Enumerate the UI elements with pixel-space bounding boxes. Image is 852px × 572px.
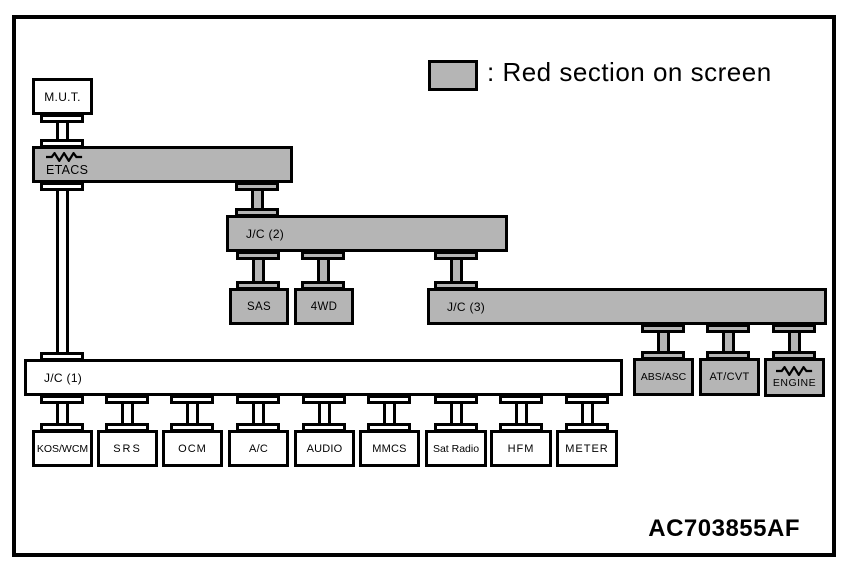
connector-jc1-koswcm xyxy=(40,395,84,432)
node-ocm: OCM xyxy=(162,430,223,467)
node-meter: METER xyxy=(556,430,618,467)
connector-etacs-jc1 xyxy=(40,182,84,361)
connector-stem xyxy=(120,404,134,423)
connector-stem xyxy=(55,404,69,423)
diagram-border xyxy=(12,15,836,557)
bus-bar-jc3: J/C (3) xyxy=(427,288,827,325)
legend-label: : Red section on screen xyxy=(487,57,772,87)
node-absasc: ABS/ASC xyxy=(633,358,694,396)
connector-cap xyxy=(302,395,346,404)
connector-jc1-mmcs xyxy=(367,395,411,432)
connector-cap xyxy=(565,395,609,404)
connector-cap xyxy=(170,395,214,404)
connector-jc1-hfm xyxy=(499,395,543,432)
connector-cap xyxy=(105,395,149,404)
node-label: METER xyxy=(565,442,609,455)
node-label: ENGINE xyxy=(772,377,817,389)
legend-gray-swatch xyxy=(428,60,478,91)
connector-cap xyxy=(641,324,685,333)
node-label: 4WD xyxy=(310,300,338,313)
connector-stem xyxy=(251,260,265,281)
connector-cap xyxy=(236,395,280,404)
bus-bar-jc1: J/C (1) xyxy=(24,359,623,396)
connector-stem xyxy=(317,404,331,423)
connector-cap xyxy=(40,182,84,191)
node-label: J/C (2) xyxy=(246,226,285,241)
connector-stem xyxy=(250,191,264,208)
connector-jc1-meter xyxy=(565,395,609,432)
node-koswcm: KOS/WCM xyxy=(32,430,93,467)
connector-cap xyxy=(434,395,478,404)
node-audio: AUDIO xyxy=(294,430,355,467)
connector-cap xyxy=(706,324,750,333)
connector-stem xyxy=(449,404,463,423)
node-hfm: HFM xyxy=(490,430,552,467)
connector-stem xyxy=(185,404,199,423)
connector-stem xyxy=(251,404,265,423)
connector-stem xyxy=(787,333,801,351)
connector-stem xyxy=(55,191,69,352)
node-engine: ENGINE xyxy=(764,358,825,397)
node-ac: A/C xyxy=(228,430,289,467)
node-label: SAS xyxy=(247,300,271,313)
connector-jc3-absasc xyxy=(641,324,685,360)
node-mut: M.U.T. xyxy=(32,78,93,115)
node-label: M.U.T. xyxy=(44,89,81,104)
node-atcvt: AT/CVT xyxy=(699,358,760,396)
connector-jc2-4wd xyxy=(301,251,345,290)
connector-stem xyxy=(449,260,463,281)
node-satradio: Sat Radio xyxy=(425,430,487,467)
connector-stem xyxy=(514,404,528,423)
node-label: J/C (1) xyxy=(44,370,83,385)
connector-stem xyxy=(382,404,396,423)
connector-stem xyxy=(580,404,594,423)
node-label: Sat Radio xyxy=(432,442,480,455)
figure-code: AC703855AF xyxy=(648,515,800,542)
connector-jc3-engine xyxy=(772,324,816,360)
node-label: SRS xyxy=(113,442,142,455)
node-label: MMCS xyxy=(372,442,407,455)
connector-jc2-sas xyxy=(236,251,280,290)
node-label: AUDIO xyxy=(306,442,343,455)
terminating-resistor-icon xyxy=(775,366,812,376)
connector-cap xyxy=(40,395,84,404)
node-4wd: 4WD xyxy=(294,288,354,325)
connector-jc2-jc3 xyxy=(434,251,478,290)
connector-cap xyxy=(434,251,478,260)
connector-jc3-atcvt xyxy=(706,324,750,360)
connector-cap xyxy=(301,251,345,260)
bus-bar-jc2: J/C (2) xyxy=(226,215,508,252)
node-sas: SAS xyxy=(229,288,289,325)
connector-stem xyxy=(721,333,735,351)
connector-etacs-jc2 xyxy=(235,182,279,217)
connector-cap xyxy=(236,251,280,260)
connector-jc1-satradio xyxy=(434,395,478,432)
node-etacs: ETACS xyxy=(32,146,293,183)
terminating-resistor-icon xyxy=(46,152,83,162)
connector-cap xyxy=(772,324,816,333)
node-mmcs: MMCS xyxy=(359,430,420,467)
node-label: OCM xyxy=(178,442,207,455)
connector-cap xyxy=(40,114,84,123)
connector-jc1-audio xyxy=(302,395,346,432)
connector-jc1-ocm xyxy=(170,395,214,432)
connector-stem xyxy=(55,123,69,139)
node-label: A/C xyxy=(249,442,268,455)
node-label: AT/CVT xyxy=(709,371,750,383)
node-label: ABS/ASC xyxy=(640,371,687,383)
node-label: ETACS xyxy=(46,163,89,177)
node-srs: SRS xyxy=(97,430,158,467)
connector-cap xyxy=(367,395,411,404)
connector-stem xyxy=(656,333,670,351)
connector-mut-etacs xyxy=(40,114,84,148)
node-label: KOS/WCM xyxy=(36,442,89,455)
connector-jc1-ac xyxy=(236,395,280,432)
connector-stem xyxy=(316,260,330,281)
connector-cap xyxy=(235,182,279,191)
connector-jc1-srs xyxy=(105,395,149,432)
node-label: J/C (3) xyxy=(447,299,486,314)
connector-cap xyxy=(499,395,543,404)
node-label: HFM xyxy=(507,442,535,455)
